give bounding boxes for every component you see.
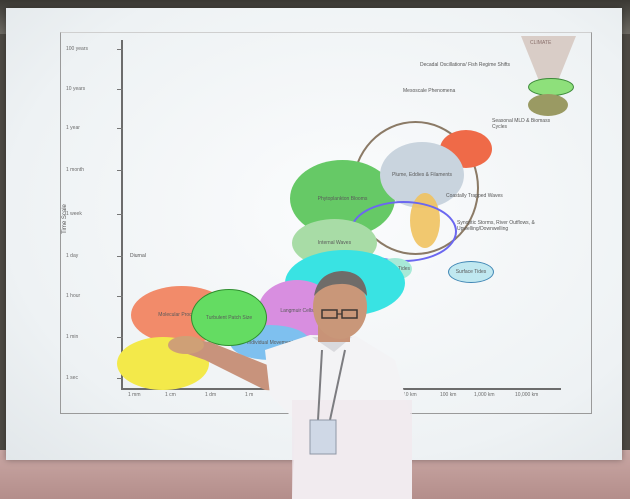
y-tick-label: 1 year	[66, 125, 80, 131]
y-tick-label: 1 hour	[66, 293, 81, 299]
y-tick-mark	[117, 296, 123, 297]
turbulent-patch-bubble: Turbulent Patch Size	[191, 289, 267, 346]
y-tick-label: 1 week	[66, 211, 82, 217]
y-tick-label: 1 month	[66, 167, 85, 173]
x-tick-label: 10,000 km	[515, 392, 539, 398]
x-tick-label: 100 m	[335, 392, 349, 398]
decadal-label: Decadal Oscillations/ Fish Regime Shifts	[420, 62, 511, 68]
y-tick-mark	[117, 49, 123, 50]
y-tick-mark	[117, 337, 123, 338]
y-tick-label: 1 min	[66, 334, 79, 340]
x-tick-label: 1 dm	[205, 392, 217, 398]
y-tick-label: 1 day	[66, 253, 79, 259]
y-tick-mark	[117, 128, 123, 129]
x-axis	[121, 388, 561, 390]
y-tick-label: 10 years	[66, 86, 86, 92]
y-tick-mark	[117, 89, 123, 90]
x-tick-label: 100 km	[440, 392, 457, 398]
x-tick-label: 1 m	[245, 392, 254, 398]
decadal-dark-bubble	[528, 94, 568, 116]
x-tick-label: 1,000 km	[474, 392, 495, 398]
molecular-yellow-bubble	[117, 337, 209, 390]
diurnal-label: Diurnal	[130, 253, 146, 259]
coastally-trapped-label: Coastally Trapped Waves	[446, 193, 503, 199]
x-tick-label: 1 cm	[165, 392, 176, 398]
x-tick-label: 10 km	[403, 392, 417, 398]
y-tick-mark	[117, 256, 123, 257]
y-tick-mark	[117, 170, 123, 171]
mesoscale-label: Mesoscale Phenomena	[403, 88, 456, 94]
surface-tides-bubble: Surface Tides	[448, 261, 494, 283]
x-tick-label: 10 m	[283, 392, 295, 398]
y-tick-mark	[117, 214, 123, 215]
y-axis-title: Time Scale	[61, 204, 68, 234]
x-tick-label: 1 mm	[128, 392, 141, 398]
y-tick-mark	[117, 378, 123, 379]
seasonal-label: Seasonal MLD & Biomass Cycles	[492, 118, 551, 130]
synoptic-label: Synoptic Storms, River Outflows, & Upwel…	[457, 220, 535, 232]
y-tick-label: 1 sec	[66, 375, 78, 381]
climate-label: CLIMATE	[530, 40, 552, 46]
y-tick-label: 100 years	[66, 46, 88, 52]
x-tick-label: 1 km	[375, 392, 386, 398]
y-axis	[121, 40, 123, 390]
